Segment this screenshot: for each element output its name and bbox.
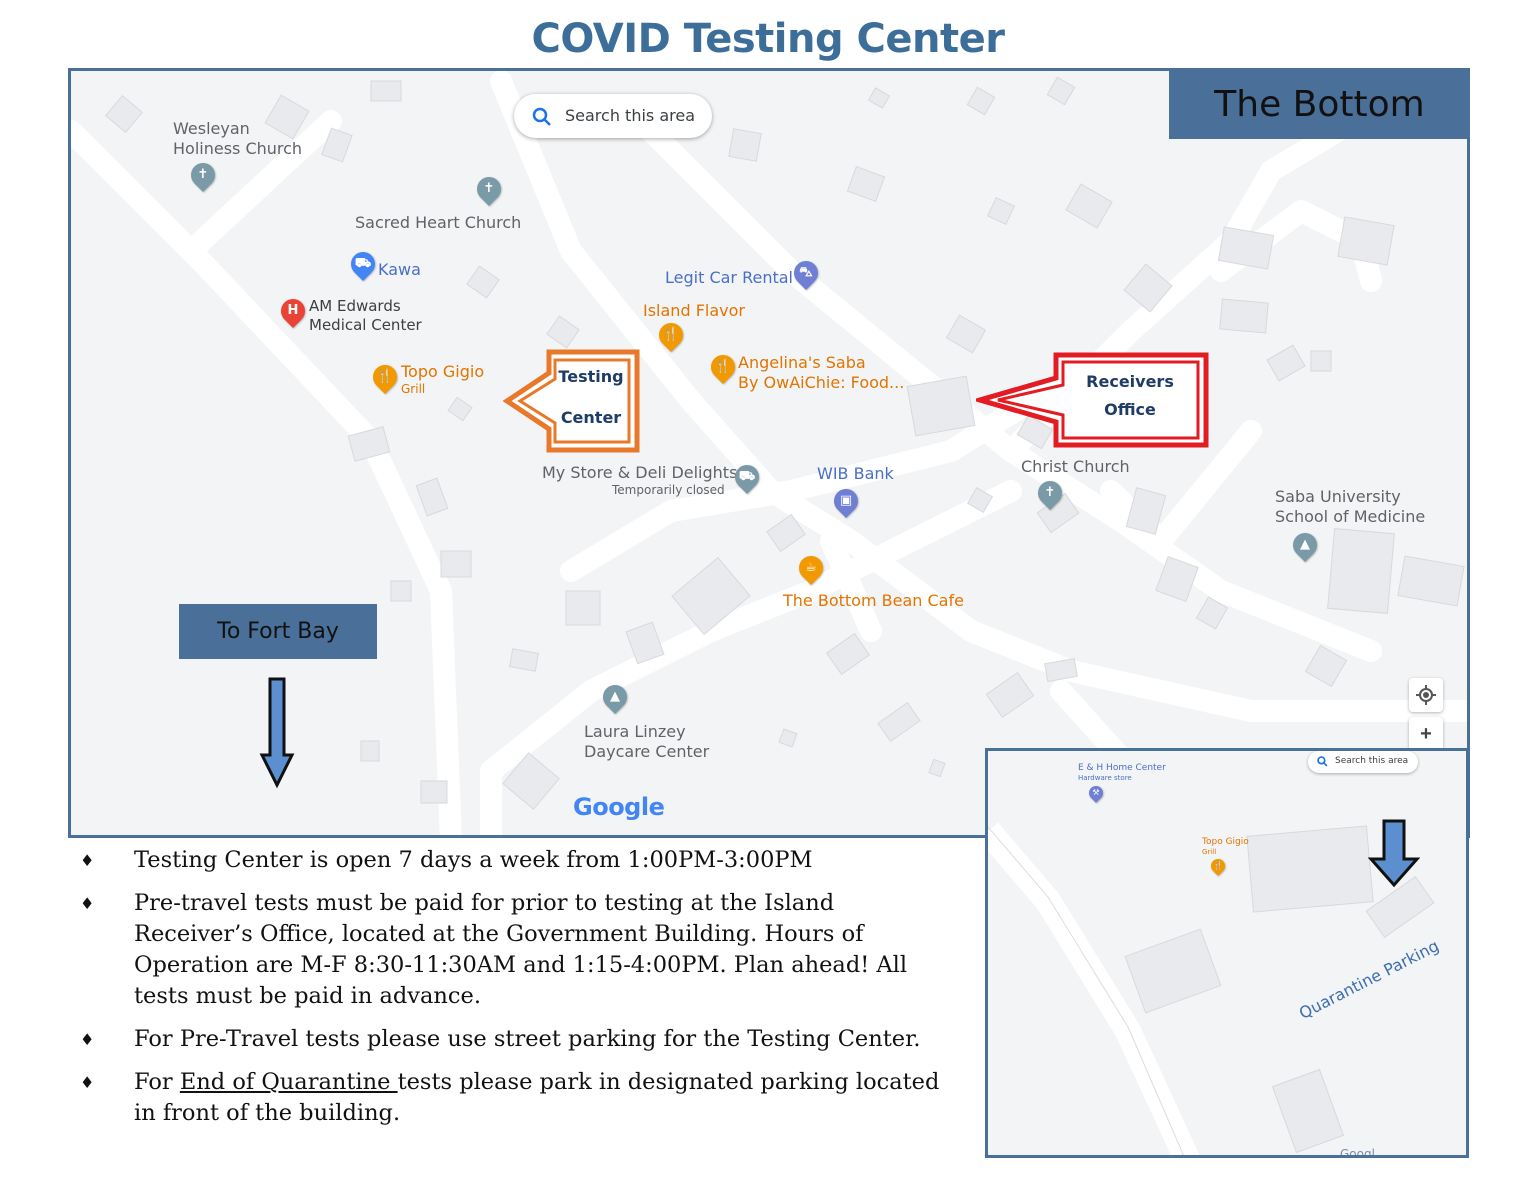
inset-search-label: Search this area (1335, 756, 1409, 766)
info-bullet-list: ♦ Testing Center is open 7 days a week f… (80, 845, 960, 1141)
place-topo-gigio[interactable]: Topo Gigio (401, 362, 485, 381)
place-legit-car-rental[interactable]: Legit Car Rental (665, 268, 793, 287)
google-logo: Google (573, 793, 665, 821)
church-icon[interactable]: ✝ (1033, 476, 1067, 510)
inset-map[interactable]: Search this area E & H Home Center Hardw… (985, 748, 1469, 1158)
cafe-icon[interactable]: ☕ (794, 551, 828, 585)
list-item: ♦ For Pre-Travel tests please use street… (80, 1024, 960, 1055)
area-label-the-bottom: The Bottom (1169, 71, 1467, 139)
school-icon[interactable]: ▲ (598, 680, 632, 714)
place-laura-linzey-daycare[interactable]: Laura Linzey Daycare Center (584, 722, 710, 761)
inset-search-this-area-button[interactable]: Search this area (1308, 751, 1418, 773)
restaurant-icon[interactable]: 🍴 (706, 350, 740, 384)
church-icon[interactable]: ✝ (472, 172, 506, 206)
search-icon (1317, 756, 1328, 767)
inset-place-eh-home-category: Hardware store (1078, 774, 1132, 782)
place-the-bottom-bean-cafe[interactable]: The Bottom Bean Cafe (783, 591, 964, 610)
inset-place-topo-gigio-category: Grill (1202, 848, 1217, 856)
list-item: ♦ Testing Center is open 7 days a week f… (80, 845, 960, 876)
receivers-office-arrow (976, 352, 1209, 448)
inset-roads (988, 822, 1435, 1155)
map-view[interactable]: Search this area The Bottom Wesleyan Hol… (68, 68, 1470, 838)
hardware-store-icon[interactable]: ⚒ (1086, 783, 1106, 803)
place-am-edwards-medical-center[interactable]: AM Edwards Medical Center (309, 297, 422, 334)
place-sacred-heart-church[interactable]: Sacred Heart Church (355, 213, 522, 232)
zoom-in-button[interactable]: + (1409, 717, 1443, 751)
place-angelinas-saba[interactable]: Angelina's Saba By OwAiChie: Food... (738, 353, 905, 392)
shopping-cart-icon[interactable]: ⛟ (730, 460, 764, 494)
inset-google-logo: Googl (1340, 1147, 1375, 1158)
school-icon[interactable]: ▲ (1288, 528, 1322, 562)
place-wib-bank[interactable]: WIB Bank (817, 464, 894, 483)
zoom-in-icon: + (1420, 723, 1432, 745)
place-my-store-status: Temporarily closed (612, 483, 725, 497)
arrow-down-icon (259, 677, 295, 789)
restaurant-icon[interactable]: 🍴 (654, 318, 688, 352)
arrow-down-icon (1368, 819, 1420, 888)
testing-center-label-line2: Center (560, 408, 622, 427)
church-icon[interactable]: ✝ (186, 158, 220, 192)
list-item: ♦ For End of Quarantine tests please par… (80, 1069, 940, 1126)
place-island-flavor[interactable]: Island Flavor (643, 301, 745, 320)
inset-place-topo-gigio[interactable]: Topo Gigio (1202, 837, 1249, 847)
place-my-store-deli-delights[interactable]: My Store & Deli Delights (542, 463, 738, 482)
bullet-icon: ♦ (80, 894, 95, 913)
my-location-icon (1416, 685, 1436, 705)
bank-icon[interactable]: ▣ (829, 484, 863, 518)
search-this-area-button[interactable]: Search this area (514, 94, 712, 138)
place-christ-church[interactable]: Christ Church (1021, 457, 1130, 476)
restaurant-icon[interactable]: 🍴 (368, 360, 402, 394)
shopping-cart-icon[interactable]: ⛟ (346, 247, 380, 281)
receivers-office-label-line1: Receivers (1086, 372, 1174, 391)
testing-center-arrow (503, 349, 640, 453)
my-location-button[interactable] (1409, 678, 1443, 712)
page-title: COVID Testing Center (531, 16, 1005, 62)
end-of-quarantine-text: End of Quarantine (179, 1069, 398, 1095)
bullet-icon: ♦ (80, 1073, 95, 1092)
hospital-icon[interactable]: H (276, 294, 310, 328)
list-item: ♦ Pre-travel tests must be paid for prio… (80, 890, 908, 1009)
receivers-office-label-line2: Office (1104, 400, 1156, 419)
place-kawa[interactable]: Kawa (378, 260, 421, 279)
inset-place-eh-home-center[interactable]: E & H Home Center (1078, 763, 1166, 773)
bullet-icon: ♦ (80, 1030, 95, 1049)
bullet-icon: ♦ (80, 851, 95, 870)
place-saba-university[interactable]: Saba University School of Medicine (1275, 487, 1426, 526)
car-icon[interactable]: ⛍ (789, 256, 823, 290)
search-label: Search this area (565, 106, 696, 125)
place-topo-gigio-category: Grill (401, 382, 426, 396)
restaurant-icon[interactable]: 🍴 (1208, 856, 1228, 876)
to-fort-bay-label: To Fort Bay (179, 604, 377, 659)
testing-center-label-line1: Testing (558, 367, 624, 386)
search-icon (532, 107, 551, 126)
place-wesleyan-holiness-church[interactable]: Wesleyan Holiness Church (173, 119, 303, 158)
